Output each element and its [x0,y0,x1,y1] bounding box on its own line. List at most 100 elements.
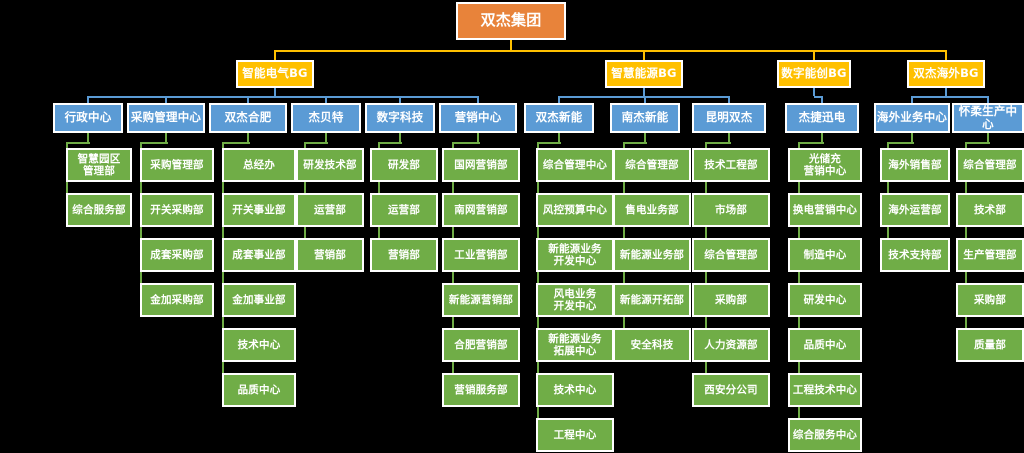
division-drop-connector-3 [945,50,947,60]
department-node-7[interactable]: 南杰新能 [610,103,680,133]
team-bus-5 [453,142,480,144]
team-node-1-2[interactable]: 成套采购部 [140,238,214,272]
department-node-3[interactable]: 杰贝特 [291,103,361,133]
team-node-5-0[interactable]: 国网营销部 [442,148,520,182]
team-node-1-1[interactable]: 开关采购部 [140,193,214,227]
team-stem-2 [247,133,249,142]
team-node-9-5[interactable]: 工程技术中心 [788,373,862,407]
team-node-9-2[interactable]: 制造中心 [788,238,862,272]
department-node-0[interactable]: 行政中心 [53,103,123,133]
department-node-10[interactable]: 海外业务中心 [874,103,950,133]
team-node-5-4[interactable]: 合肥营销部 [442,328,520,362]
team-node-3-2[interactable]: 营销部 [296,238,364,272]
team-node-9-1[interactable]: 换电营销中心 [788,193,862,227]
team-bus-7 [624,142,647,144]
department-node-1[interactable]: 采购管理中心 [127,103,205,133]
team-node-7-3[interactable]: 新能源开拓部 [613,283,691,317]
team-node-9-4[interactable]: 品质中心 [788,328,862,362]
team-stem-4 [399,133,401,142]
team-node-11-1[interactable]: 技术部 [956,193,1024,227]
team-node-7-1[interactable]: 售电业务部 [613,193,691,227]
team-node-4-1[interactable]: 运营部 [370,193,438,227]
team-node-6-1[interactable]: 风控预算中心 [536,193,614,227]
team-node-0-1[interactable]: 综合服务部 [66,193,132,227]
team-node-5-1[interactable]: 南网营销部 [442,193,520,227]
team-node-10-0[interactable]: 海外销售部 [880,148,950,182]
team-node-7-0[interactable]: 综合管理部 [613,148,691,182]
team-bus-0 [67,142,90,144]
department-drop-7 [644,96,646,103]
root-node[interactable]: 双杰集团 [456,2,566,40]
team-stem-9 [821,133,823,142]
team-bus-4 [379,142,402,144]
division-stem-1 [643,88,645,96]
division-node-3[interactable]: 双杰海外BG [907,60,985,88]
team-node-4-2[interactable]: 营销部 [370,238,438,272]
team-node-11-3[interactable]: 采购部 [956,283,1024,317]
team-bus-10 [888,142,914,144]
department-node-6[interactable]: 双杰新能 [524,103,594,133]
team-node-6-5[interactable]: 技术中心 [536,373,614,407]
department-drop-9 [821,96,823,103]
team-node-6-4[interactable]: 新能源业务 拓展中心 [536,328,614,362]
department-drop-3 [325,96,327,103]
team-node-9-0[interactable]: 光储充 营销中心 [788,148,862,182]
department-bus-0 [88,96,478,98]
division-node-0[interactable]: 智能电气BG [236,60,314,88]
department-bus-2 [814,96,822,98]
team-node-7-2[interactable]: 新能源业务部 [613,238,691,272]
team-node-8-2[interactable]: 综合管理部 [692,238,770,272]
team-node-5-2[interactable]: 工业营销部 [442,238,520,272]
department-node-4[interactable]: 数字科技 [365,103,435,133]
team-node-8-3[interactable]: 采购部 [692,283,770,317]
department-node-9[interactable]: 杰捷迅电 [785,103,859,133]
team-node-2-0[interactable]: 总经办 [222,148,296,182]
team-node-6-6[interactable]: 工程中心 [536,418,614,452]
team-node-10-1[interactable]: 海外运营部 [880,193,950,227]
team-node-2-5[interactable]: 品质中心 [222,373,296,407]
team-node-2-1[interactable]: 开关事业部 [222,193,296,227]
team-node-6-3[interactable]: 风电业务 开发中心 [536,283,614,317]
division-drop-connector-0 [274,50,276,60]
team-node-10-2[interactable]: 技术支持部 [880,238,950,272]
department-node-2[interactable]: 双杰合肥 [209,103,287,133]
department-drop-1 [165,96,167,103]
team-stem-1 [165,133,167,142]
team-node-7-4[interactable]: 安全科技 [613,328,691,362]
department-drop-6 [558,96,560,103]
department-node-8[interactable]: 昆明双杰 [692,103,766,133]
team-stem-10 [911,133,913,142]
team-stem-7 [644,133,646,142]
team-node-4-0[interactable]: 研发部 [370,148,438,182]
team-node-5-5[interactable]: 营销服务部 [442,373,520,407]
team-node-2-3[interactable]: 金加事业部 [222,283,296,317]
team-node-3-1[interactable]: 运营部 [296,193,364,227]
team-stem-0 [87,133,89,142]
department-drop-0 [87,96,89,103]
team-bus-11 [966,142,990,144]
team-bus-2 [223,142,250,144]
team-node-3-0[interactable]: 研发技术部 [296,148,364,182]
team-node-8-4[interactable]: 人力资源部 [692,328,770,362]
team-node-6-0[interactable]: 综合管理中心 [536,148,614,182]
team-node-2-2[interactable]: 成套事业部 [222,238,296,272]
team-node-0-0[interactable]: 智慧园区 管理部 [66,148,132,182]
root-stem-connector [510,40,512,50]
team-node-1-3[interactable]: 金加采购部 [140,283,214,317]
division-node-2[interactable]: 数字能创BG [777,60,851,88]
team-node-2-4[interactable]: 技术中心 [222,328,296,362]
team-node-8-0[interactable]: 技术工程部 [692,148,770,182]
team-node-11-4[interactable]: 质量部 [956,328,1024,362]
department-node-11[interactable]: 怀柔生产中心 [952,103,1024,133]
team-node-8-5[interactable]: 西安分公司 [692,373,770,407]
team-node-8-1[interactable]: 市场部 [692,193,770,227]
team-node-6-2[interactable]: 新能源业务 开发中心 [536,238,614,272]
team-node-9-6[interactable]: 综合服务中心 [788,418,862,452]
team-node-11-2[interactable]: 生产管理部 [956,238,1024,272]
team-node-11-0[interactable]: 综合管理部 [956,148,1024,182]
team-node-9-3[interactable]: 研发中心 [788,283,862,317]
team-node-1-0[interactable]: 采购管理部 [140,148,214,182]
department-node-5[interactable]: 营销中心 [439,103,517,133]
division-node-1[interactable]: 智慧能源BG [605,60,683,88]
team-node-5-3[interactable]: 新能源营销部 [442,283,520,317]
